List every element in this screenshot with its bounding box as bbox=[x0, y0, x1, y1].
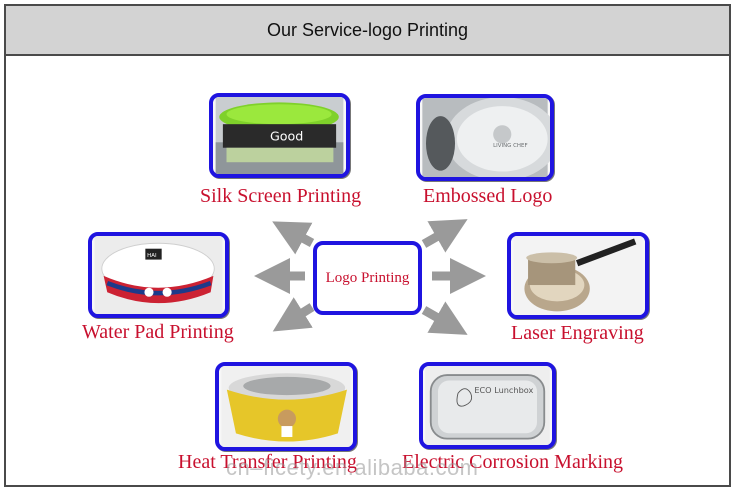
pan-lid-photo: LIVING CHEF bbox=[422, 98, 550, 177]
silk-image-text: Good bbox=[270, 128, 303, 143]
electric-corrosion-image: ECO Lunchbox bbox=[419, 362, 556, 449]
header-bar: Our Service-logo Printing bbox=[4, 4, 731, 56]
bowl-with-band-photo: HAI bbox=[94, 236, 223, 314]
yellow-bowl-photo bbox=[221, 366, 351, 447]
page-title: Our Service-logo Printing bbox=[266, 19, 469, 40]
laser-engraving-label: Laser Engraving bbox=[511, 322, 644, 344]
silk-screen-label: Silk Screen Printing bbox=[200, 185, 362, 207]
green-container-photo: Good bbox=[215, 97, 344, 174]
water-pad-image-text: HAI bbox=[147, 253, 157, 259]
laser-engraving-image bbox=[507, 232, 649, 319]
corrosion-image-text: ECO Lunchbox bbox=[474, 385, 533, 395]
coffee-pot-photo bbox=[513, 236, 643, 315]
heat-transfer-label: Heat Transfer Printing bbox=[178, 451, 357, 473]
embossed-logo-label: Embossed Logo bbox=[423, 185, 553, 207]
watermark: cn–ficety.en.alibaba.com bbox=[226, 455, 479, 480]
water-pad-image: HAI bbox=[88, 232, 229, 318]
lunchbox-photo: ECO Lunchbox bbox=[425, 366, 550, 445]
embossed-image: LIVING CHEF bbox=[416, 94, 554, 181]
water-pad-label: Water Pad Printing bbox=[82, 321, 234, 343]
heat-transfer-image bbox=[215, 362, 357, 451]
silk-screen-image: Good bbox=[209, 93, 350, 178]
center-label: Logo Printing bbox=[325, 269, 410, 286]
electric-corrosion-label: Electric Corrosion Marking bbox=[402, 451, 624, 473]
logo-printing-node: Logo Printing bbox=[313, 241, 422, 315]
embossed-image-text: LIVING CHEF bbox=[493, 143, 527, 149]
